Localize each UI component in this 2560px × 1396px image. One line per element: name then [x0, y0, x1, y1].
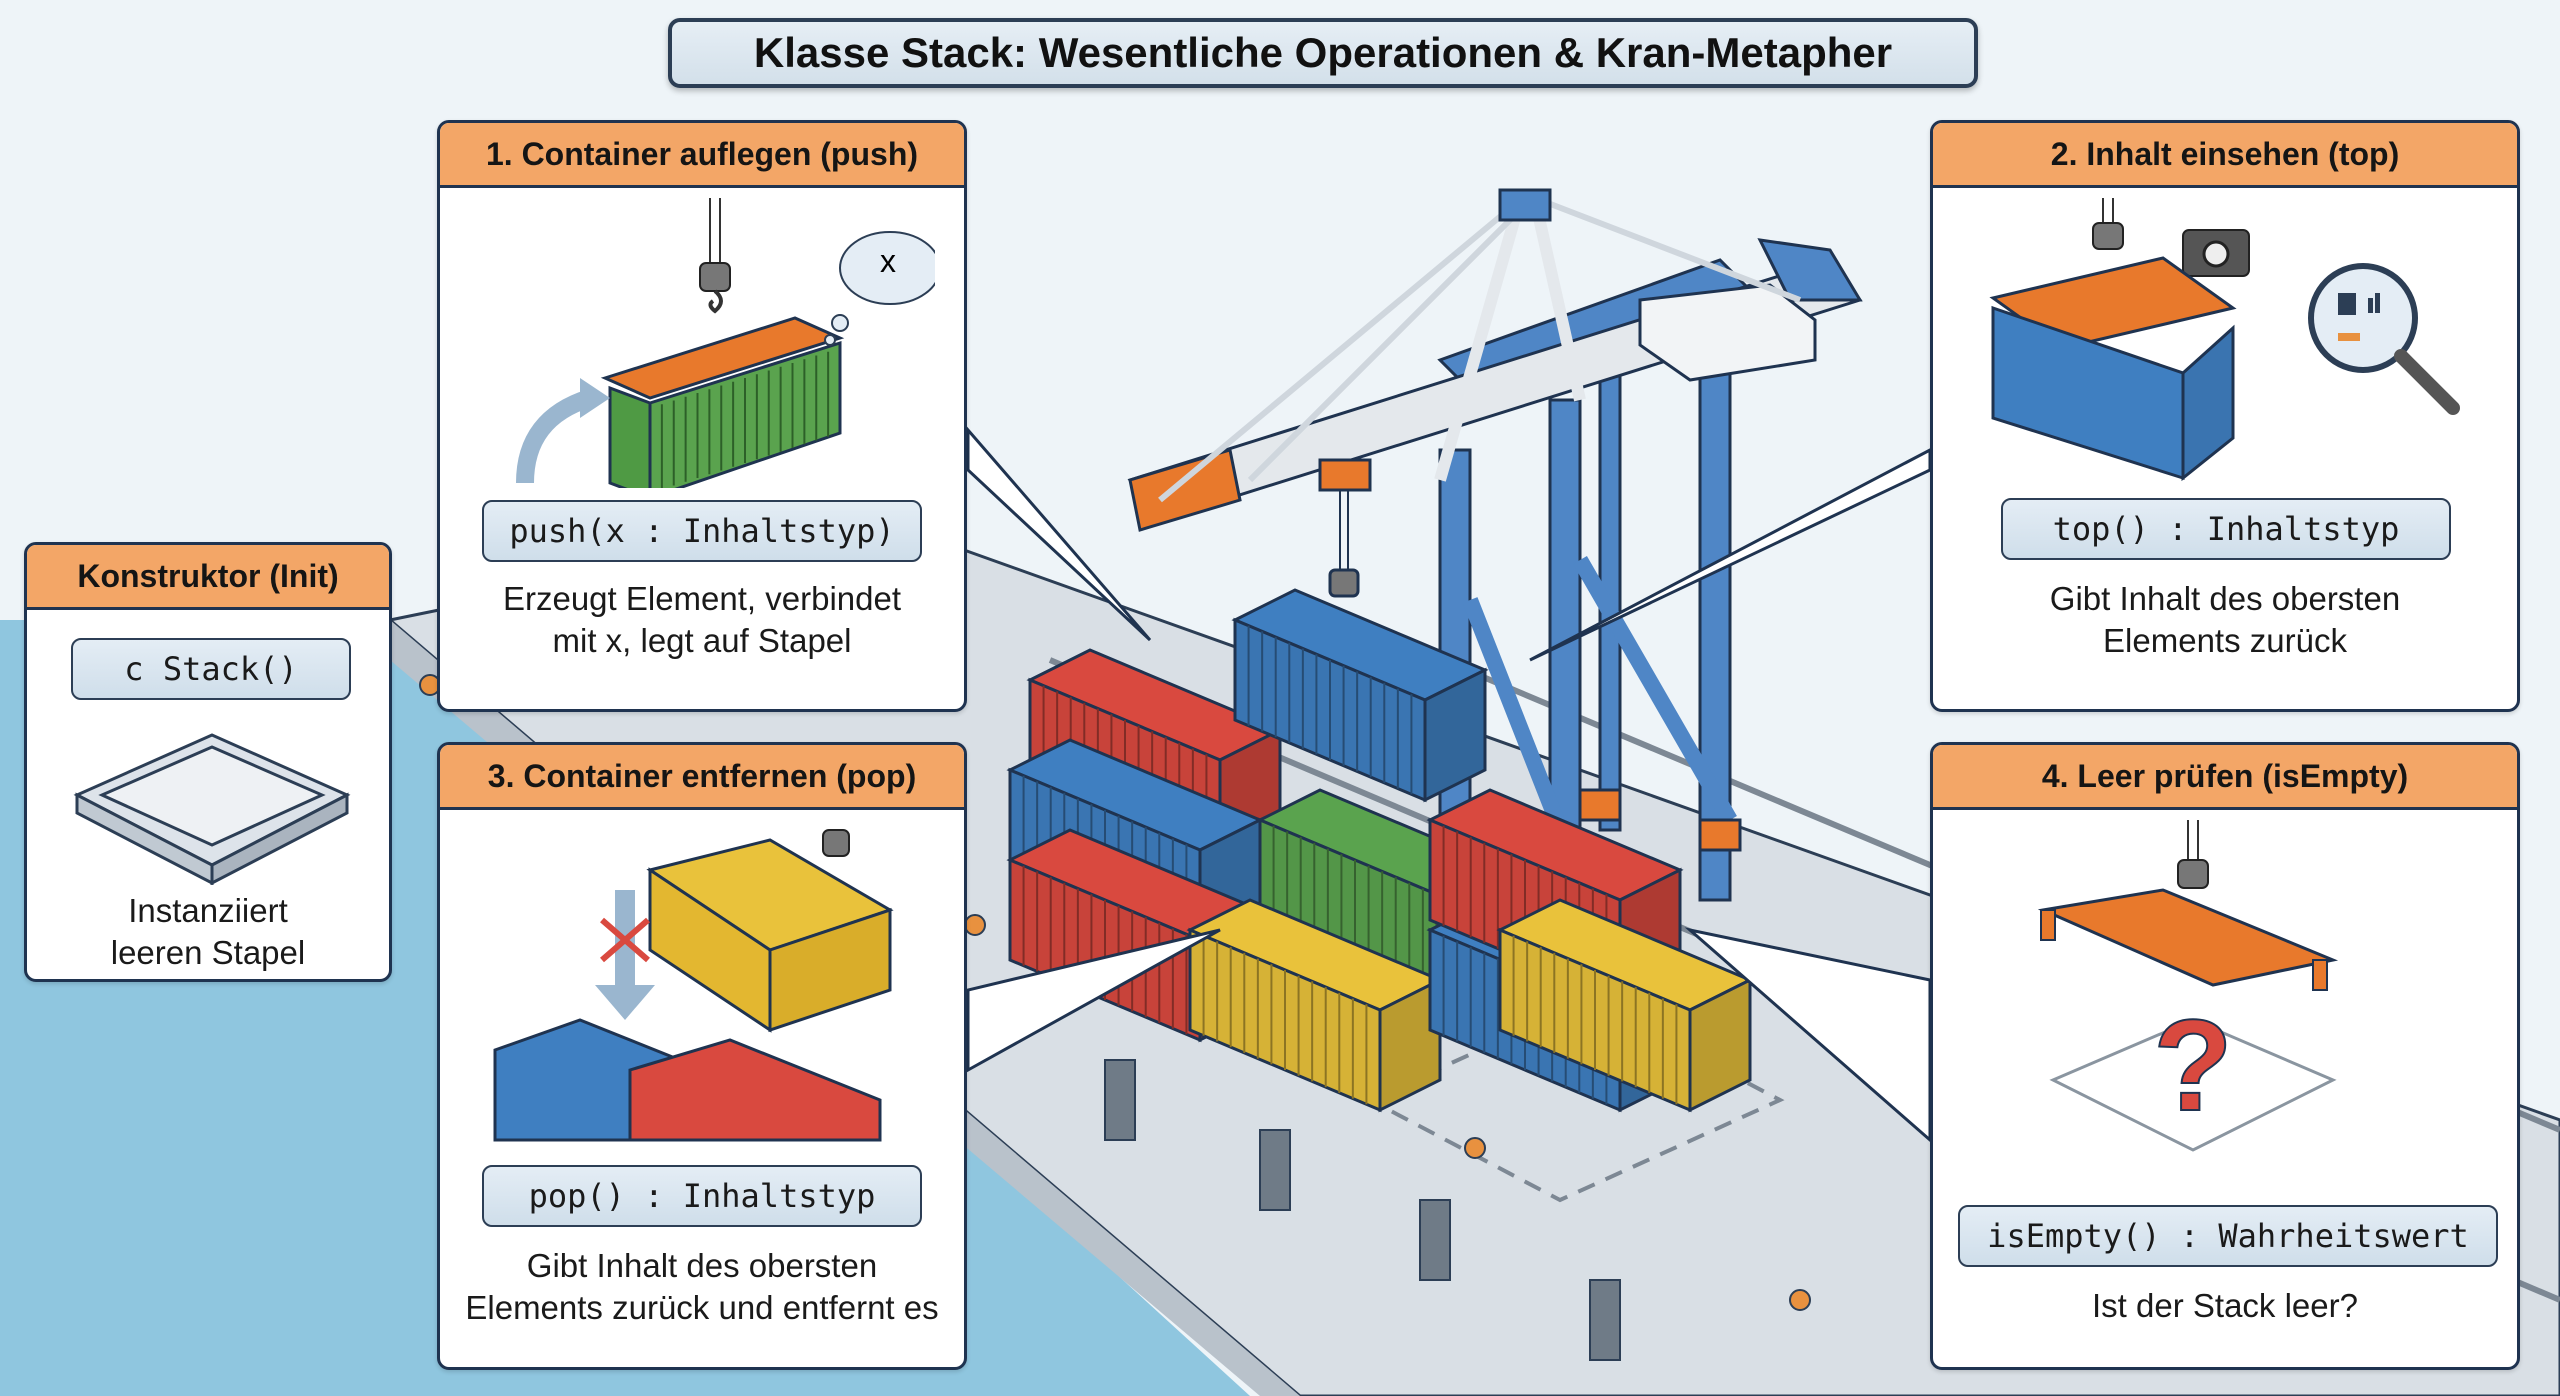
panel-header: 3. Container entfernen (pop): [440, 745, 964, 810]
panel-push: 1. Container auflegen (push) x push(x : …: [437, 120, 967, 712]
description-isempty: Ist der Stack leer?: [2092, 1287, 2358, 1324]
panel-isempty: 4. Leer prüfen (isEmpty) ? isEmpty() : W…: [1930, 742, 2520, 1370]
description-pop-1: Gibt Inhalt des obersten: [526, 1247, 878, 1284]
signature-pop: pop() : Inhaltstyp: [482, 1165, 922, 1227]
diagram-title: Klasse Stack: Wesentliche Operationen & …: [668, 18, 1978, 88]
description-pop-2: Elements zurück und entfernt es: [465, 1289, 939, 1326]
panel-header: 1. Container auflegen (push): [440, 123, 964, 188]
panel-top: 2. Inhalt einsehen (top) top() : Inhalts…: [1930, 120, 2520, 712]
thought-bubble-label: x: [880, 243, 896, 279]
green-container-on-hook-icon: [516, 198, 935, 488]
yellow-container-lifted-icon: [493, 829, 894, 1142]
panel-constructor: Konstruktor (Init) c Stack() Instanziier…: [24, 542, 392, 982]
empty-spreader-question-mark-icon: ?: [2037, 820, 2339, 1152]
description-top-2: Elements zurück: [2103, 622, 2347, 659]
signature-constructor: c Stack(): [71, 638, 351, 700]
signature-push: push(x : Inhaltstyp): [482, 500, 922, 562]
panel-header: Konstruktor (Init): [27, 545, 389, 610]
empty-tray-icon: [73, 733, 351, 885]
description-push-1: Erzeugt Element, verbindet: [502, 580, 902, 617]
blue-container-magnifier-camera-icon: [1989, 198, 2460, 482]
description-constructor-2: leeren Stapel: [110, 934, 306, 971]
lifted-container: [1231, 588, 1489, 803]
description-push-2: mit x, legt auf Stapel: [552, 622, 852, 659]
quay-pillars: [1104, 1059, 1621, 1361]
description-constructor-1: Instanziiert: [128, 892, 288, 929]
panel-header: 4. Leer prüfen (isEmpty): [1933, 745, 2517, 810]
svg-text:?: ?: [2153, 992, 2232, 1138]
signature-top: top() : Inhaltstyp: [2001, 498, 2451, 560]
description-top-1: Gibt Inhalt des obersten: [2049, 580, 2401, 617]
signature-isempty: isEmpty() : Wahrheitswert: [1958, 1205, 2498, 1267]
panel-header: 2. Inhalt einsehen (top): [1933, 123, 2517, 188]
panel-pop: 3. Container entfernen (pop) pop() : Inh…: [437, 742, 967, 1370]
